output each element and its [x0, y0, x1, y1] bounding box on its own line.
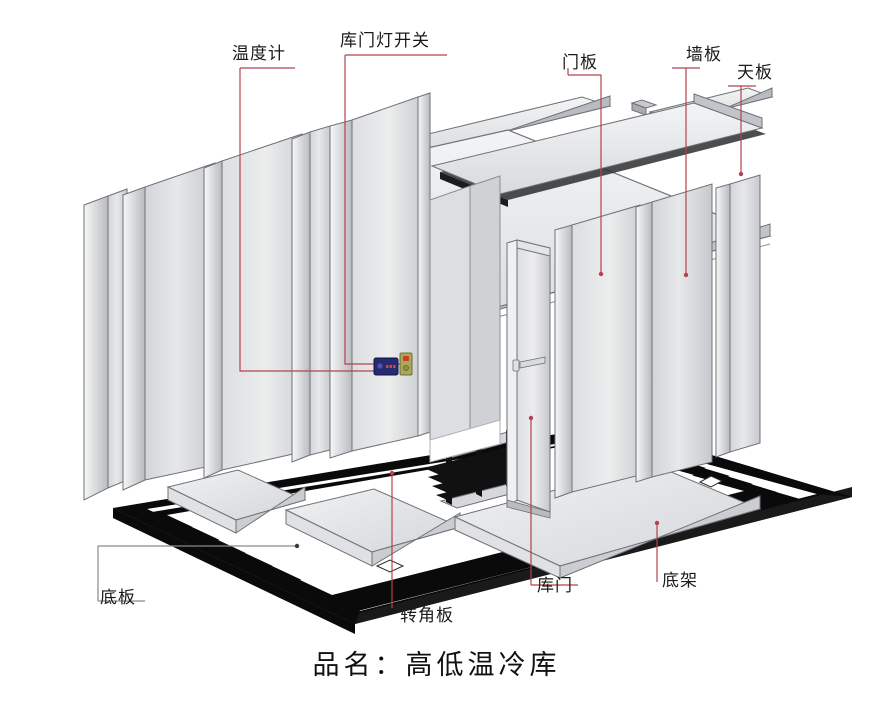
inner-rear-wall — [429, 175, 501, 463]
right-wall-panels — [554, 174, 761, 499]
leader-cold-room-door — [528, 415, 578, 586]
leader-door-panel — [568, 74, 604, 277]
light-switch[interactable] — [399, 352, 413, 376]
leader-thermometer — [239, 68, 374, 372]
cold-room-door[interactable] — [506, 239, 551, 519]
digital-thermometer[interactable] — [373, 357, 399, 376]
wall-control-panel[interactable] — [373, 352, 413, 376]
leader-floor-panel — [97, 543, 300, 601]
callout-label-floor-panel: 底板 — [100, 588, 136, 608]
left-wall-panels — [83, 125, 331, 501]
leader-corner-panel — [389, 470, 395, 602]
figure-caption: 品名：高低温冷库 — [312, 650, 561, 681]
door-handle[interactable] — [512, 356, 546, 372]
callout-label-door-panel: 门板 — [562, 53, 598, 73]
callout-label-thermometer: 温度计 — [232, 44, 286, 64]
callout-label-ceiling-panel: 天板 — [737, 63, 773, 83]
leader-wall-panel — [683, 68, 689, 278]
leader-ceiling-panel — [738, 86, 744, 177]
callout-label-cold-room-door: 库门 — [537, 576, 573, 596]
leader-base-frame — [654, 520, 660, 582]
callout-label-corner-panel: 转角板 — [400, 606, 454, 626]
callout-label-wall-panel: 墙板 — [686, 45, 722, 65]
callout-label-base-frame: 底架 — [662, 571, 698, 591]
callout-label-door-light-switch: 库门灯开关 — [340, 31, 430, 51]
